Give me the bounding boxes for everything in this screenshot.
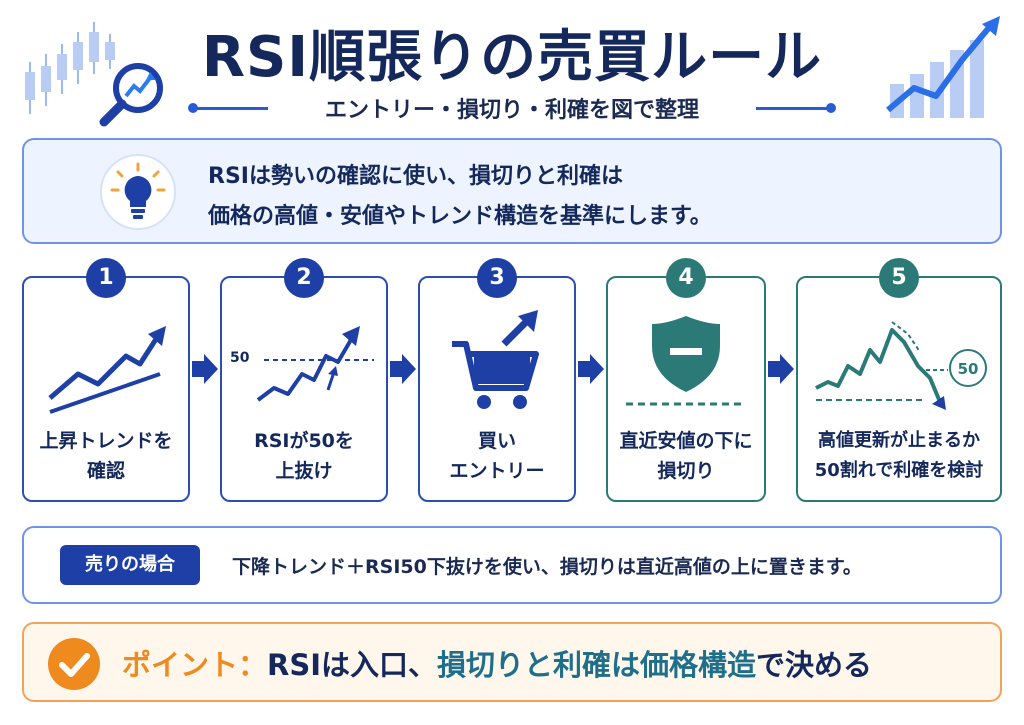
step-number-3: 3 xyxy=(477,258,517,298)
subtitle-rule-right-dot xyxy=(826,103,836,113)
step-number-2: 2 xyxy=(284,258,324,298)
subtitle-rule-left-dot xyxy=(188,103,198,113)
shield-icon xyxy=(626,316,746,406)
step-label-1-line-2: 確認 xyxy=(86,460,125,482)
rsi-level-label: 50 xyxy=(230,350,250,366)
take-profit-level-label: 50 xyxy=(957,360,979,378)
step-label-4: 直近安値の下に 損切り xyxy=(606,426,766,490)
step-number-4: 4 xyxy=(666,258,706,298)
step-label-3-line-1: 買い xyxy=(477,430,516,452)
step-arrow-2-icon xyxy=(390,354,416,384)
step-label-2: RSIが50を 上抜け xyxy=(220,426,388,490)
uptrend-chart-icon xyxy=(48,326,166,414)
step-label-5-line-1: 高値更新が止まるか xyxy=(818,430,980,451)
rsi-cross-icon xyxy=(256,326,374,402)
step-label-3: 買い エントリー xyxy=(418,426,576,490)
page-subtitle: エントリー・損切り・利確を図で整理 xyxy=(324,98,699,123)
step-number-5: 5 xyxy=(879,258,919,298)
step-arrow-3-icon xyxy=(578,354,604,384)
point-box xyxy=(22,622,1002,702)
step-card-5 xyxy=(796,276,1002,502)
step-label-2-line-2: 上抜け xyxy=(275,460,333,482)
magnifier-chart-icon xyxy=(99,63,163,127)
point-part-3: で決める xyxy=(756,648,873,682)
page-title: RSI順張りの売買ルール xyxy=(201,25,823,90)
step-arrow-1-icon xyxy=(192,354,218,384)
intro-line-1: RSIは勢いの確認に使い、損切りと利確は xyxy=(208,164,623,189)
intro-box xyxy=(22,138,1002,244)
subtitle-rule-left xyxy=(192,107,268,110)
intro-line-2: 価格の高値・安値やトレンド構造を基準にします。 xyxy=(208,204,712,229)
step-number-1: 1 xyxy=(86,258,126,298)
candlestick-decoration-icon xyxy=(25,22,115,114)
step-label-5: 高値更新が止まるか 50割れで利確を検討 xyxy=(796,426,1002,490)
lightbulb-icon xyxy=(100,154,176,230)
sell-case-tag: 売りの場合 xyxy=(60,545,200,585)
peak-reversal-icon xyxy=(815,321,987,410)
step-label-4-line-1: 直近安値の下に xyxy=(619,430,753,452)
step-label-5-line-2: 50割れで利確を検討 xyxy=(814,460,984,481)
step-label-4-line-2: 損切り xyxy=(657,460,715,482)
growth-chart-decoration-icon xyxy=(886,16,1000,118)
step-label-2-line-1: RSIが50を xyxy=(254,430,354,452)
step-label-3-line-2: エントリー xyxy=(449,460,545,482)
check-icon xyxy=(48,638,100,690)
point-part-1: RSIは入口、 xyxy=(267,648,438,682)
shopping-cart-icon xyxy=(452,310,539,409)
step-label-1-line-1: 上昇トレンドを xyxy=(39,430,173,452)
point-part-2: 損切りと利確は価格構造 xyxy=(437,648,757,682)
point-statement: ポイント：RSIは入口、損切りと利確は価格構造で決める xyxy=(122,642,872,684)
subtitle-rule-right xyxy=(756,107,832,110)
point-label: ポイント： xyxy=(122,648,268,682)
step-arrow-4-icon xyxy=(768,354,794,384)
sell-case-text: 下降トレンド＋RSI50下抜けを使い、損切りは直近高値の上に置きます。 xyxy=(232,556,862,578)
step-label-1: 上昇トレンドを 確認 xyxy=(22,426,190,490)
